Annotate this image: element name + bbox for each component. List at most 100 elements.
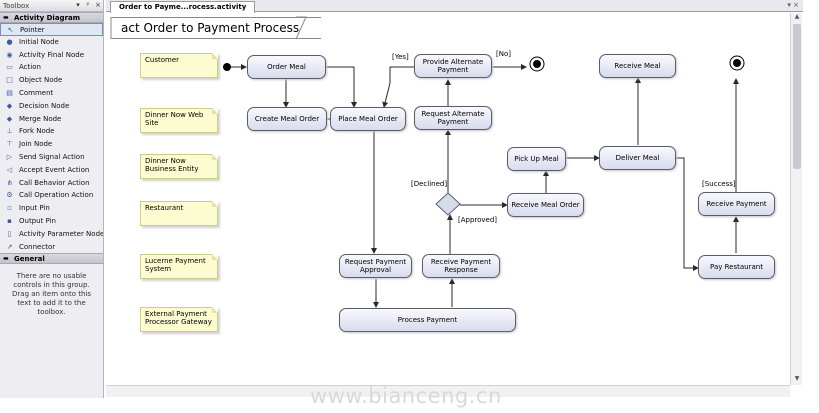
toolbox-item-label: Call Behavior Action <box>19 178 90 187</box>
action-receive-payment-response[interactable]: Receive Payment Response <box>422 254 500 278</box>
action-pick-up-meal[interactable]: Pick Up Meal <box>507 147 566 171</box>
scroll-down-icon[interactable]: ▼ <box>794 375 800 382</box>
toolbox-item[interactable]: ▯ Activity Parameter Node <box>0 228 103 241</box>
action-place-meal-order[interactable]: Place Meal Order <box>330 107 406 131</box>
vertical-scrollbar[interactable]: ▲ ▼ <box>790 13 802 385</box>
watermark: www.bianceng.cn <box>310 384 502 408</box>
input-pin-icon: ▫ <box>7 204 12 213</box>
toolbox-item[interactable]: ◉ Activity Final Node <box>0 49 103 62</box>
pointer-icon: ↖ <box>7 26 14 34</box>
activity-parameter-icon: ▯ <box>7 229 12 238</box>
toolbox-close-icon[interactable]: × <box>95 1 101 9</box>
toolbox-item[interactable]: ▭Action <box>0 61 103 74</box>
flow-deliver-to-pay-restaurant <box>676 157 699 271</box>
comment-dinner-now-web-site[interactable]: Dinner Now Web Site <box>140 108 218 133</box>
document-tab-strip: Order to Payme...rocess.activity ▾ × <box>106 0 803 13</box>
action-deliver-meal[interactable]: Deliver Meal <box>599 146 676 170</box>
flow-provide-alt-yes <box>382 66 414 108</box>
document-tab-controls[interactable]: ▾ × <box>787 1 799 9</box>
action-request-payment-approval[interactable]: Request Payment Approval <box>339 254 412 278</box>
action-order-meal[interactable]: Order Meal <box>247 55 326 79</box>
toolbox-item[interactable]: ▷ Send Signal Action <box>0 151 103 164</box>
guard-declined: [Declined] <box>411 180 448 188</box>
toolbox-item[interactable]: ⊥ Fork Node <box>0 125 103 138</box>
guard-no: [No] <box>496 50 511 58</box>
action-receive-meal-order[interactable]: Receive Meal Order <box>507 193 584 217</box>
toolbox-item-label: Fork Node <box>19 127 55 136</box>
toolbox-item-label: Action <box>19 63 41 72</box>
toolbox-item-label: Join Node <box>19 140 53 149</box>
action-receive-meal[interactable]: Receive Meal <box>599 54 676 78</box>
decision-node <box>435 192 461 216</box>
comment-icon: ▤ <box>6 88 13 97</box>
toolbox-item-label: Activity Final Node <box>19 50 85 59</box>
toolbox-item[interactable]: ⋔ Call Behavior Action <box>0 177 103 190</box>
toolbox-section-activity-diagram[interactable]: ▬ Activity Diagram <box>0 12 103 23</box>
merge-node-icon: ◆ <box>6 114 13 123</box>
comment-lucerne-payment-system[interactable]: Lucerne Payment System <box>140 254 218 279</box>
toolbox-item-label: Activity Parameter Node <box>19 229 104 238</box>
toolbox-item[interactable]: ◆Decision Node <box>0 100 103 113</box>
collapse-icon: ▬ <box>3 14 9 21</box>
action-provide-alternate-payment[interactable]: Provide Alternate Payment <box>414 54 492 78</box>
action-request-alternate-payment[interactable]: Request Alternate Payment <box>414 106 492 130</box>
action-process-payment[interactable]: Process Payment <box>339 308 516 332</box>
decision-node-icon: ◆ <box>6 101 13 110</box>
comment-external-payment-processor-gateway[interactable]: External Payment Processor Gateway <box>140 307 218 332</box>
toolbox-item[interactable]: ↗Connector <box>0 241 103 254</box>
comment-customer[interactable]: Customer <box>140 53 218 78</box>
initial-node-icon: ● <box>6 37 13 46</box>
diagram-canvas[interactable]: act Order to Payment Process <box>106 13 790 385</box>
toolbox-item[interactable]: ▫ Input Pin <box>0 202 103 215</box>
action-create-meal-order[interactable]: Create Meal Order <box>247 107 327 131</box>
toolbox-item-label: Initial Node <box>19 37 59 46</box>
activity-final-node-icon: ◉ <box>6 50 13 59</box>
join-node-icon: ⊤ <box>6 140 13 149</box>
diagram-title: act Order to Payment Process <box>121 21 300 35</box>
comment-restaurant[interactable]: Restaurant <box>140 201 218 226</box>
section-label: Activity Diagram <box>14 14 81 22</box>
toolbox-item-label: Input Pin <box>19 204 50 213</box>
accept-event-icon: ◁ <box>6 165 13 174</box>
toolbox-section-general[interactable]: ▬ General <box>0 253 103 265</box>
toolbox-item-label: Object Node <box>19 76 63 85</box>
object-node-icon: □ <box>6 76 13 85</box>
vertical-scroll-thumb[interactable] <box>793 24 801 169</box>
title-tab-edge <box>295 16 307 40</box>
toolbox-item[interactable]: ▪Output Pin <box>0 215 103 228</box>
flow-order-to-place <box>326 66 357 108</box>
toolbox-item[interactable]: ⊤ Join Node <box>0 138 103 151</box>
call-behavior-icon: ⋔ <box>6 178 13 187</box>
toolbox-dropdown-icon[interactable]: ▾ <box>76 1 80 9</box>
toolbox-item-label: Comment <box>19 88 54 97</box>
toolbox-item-label: Send Signal Action <box>19 152 85 161</box>
toolbox-item[interactable]: □ Object Node <box>0 74 103 87</box>
toolbox-item-label: Call Operation Action <box>19 191 94 200</box>
toolbox-pin-icon[interactable]: ᵖ <box>86 1 90 9</box>
scroll-up-icon[interactable]: ▲ <box>794 13 800 20</box>
guard-yes: [Yes] <box>392 53 409 61</box>
action-pay-restaurant[interactable]: Pay Restaurant <box>698 255 775 279</box>
action-receive-payment[interactable]: Receive Payment <box>698 192 775 216</box>
toolbox-item[interactable]: ⚙ Call Operation Action <box>0 189 103 202</box>
toolbox-item[interactable]: ↖Pointer <box>0 23 103 36</box>
collapse-icon: ▬ <box>3 255 9 263</box>
send-signal-icon: ▷ <box>6 152 13 161</box>
comment-dinner-now-business-entity[interactable]: Dinner Now Business Entity <box>140 154 218 179</box>
toolbox-item[interactable]: ◆Merge Node <box>0 113 103 126</box>
call-operation-icon: ⚙ <box>6 191 13 200</box>
toolbox-item[interactable]: ▤ Comment <box>0 87 103 100</box>
general-empty-text: There are no usable controls in this gro… <box>12 272 91 317</box>
toolbox-item[interactable]: ◁Accept Event Action <box>0 164 103 177</box>
horizontal-scrollbar[interactable] <box>106 385 790 397</box>
connector-layer <box>110 16 745 308</box>
diagram-title-frame: act Order to Payment Process <box>111 17 322 39</box>
toolbox-item[interactable]: ● Initial Node <box>0 36 103 49</box>
document-tab[interactable]: Order to Payme...rocess.activity <box>110 1 256 13</box>
toolbox-item-label: Output Pin <box>19 216 56 225</box>
toolbox-titlebar: Toolbox ▾ ᵖ × <box>0 0 103 12</box>
section-label: General <box>14 255 45 264</box>
fork-node-icon: ⊥ <box>6 127 13 136</box>
toolbox-title: Toolbox <box>3 2 30 10</box>
toolbox-panel: Toolbox ▾ ᵖ × ▬ Activity Diagram ↖Pointe… <box>0 0 104 398</box>
